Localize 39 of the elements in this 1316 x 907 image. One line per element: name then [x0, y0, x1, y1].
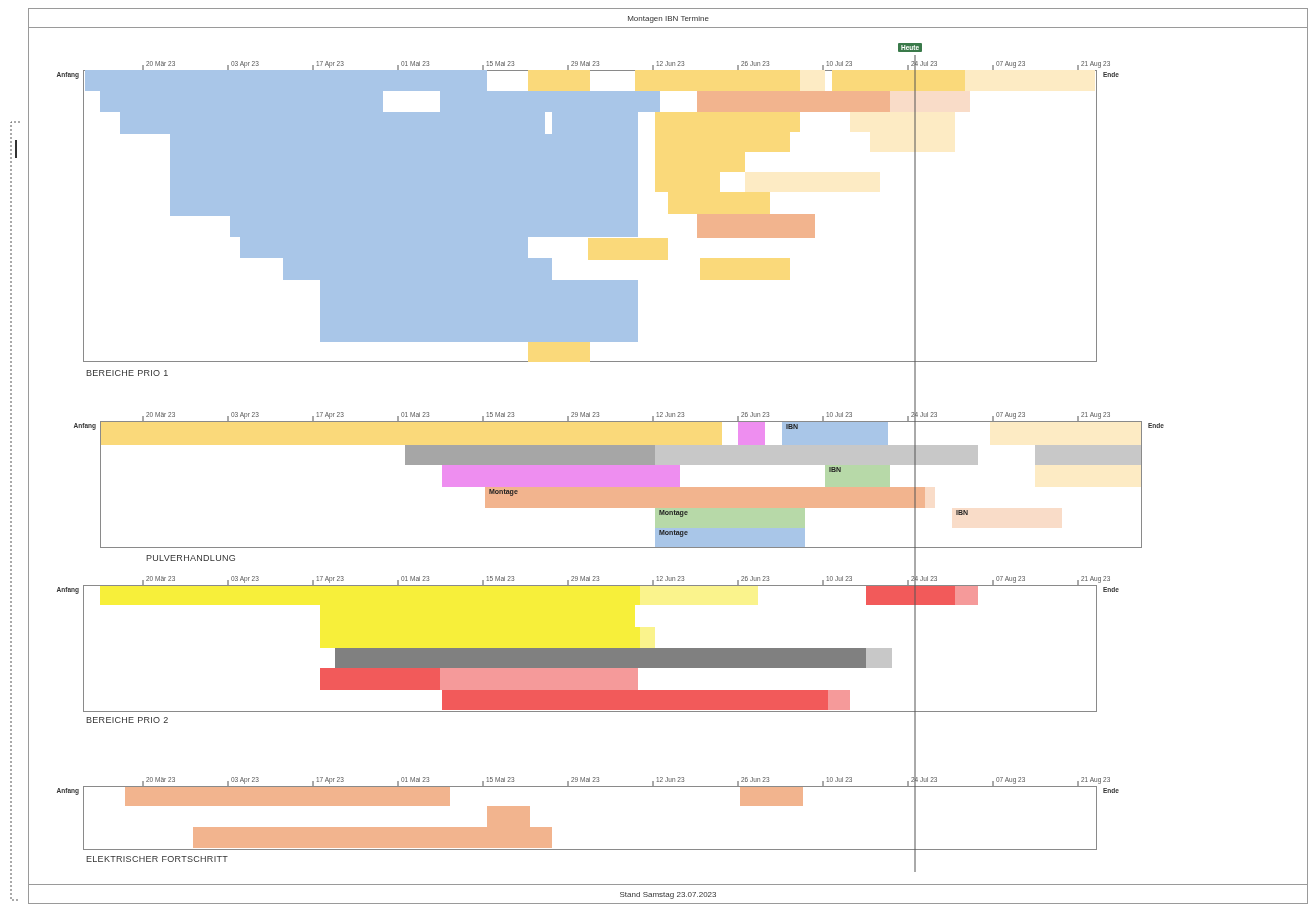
gantt-bar [442, 690, 850, 710]
gantt-bar [320, 627, 655, 648]
section-heading: BEREICHE PRIO 1 [86, 368, 169, 378]
gantt-bar [100, 586, 758, 605]
gantt-bar [745, 172, 880, 192]
gantt-bar [193, 827, 552, 848]
gantt-bar [320, 668, 638, 690]
gantt-bar [700, 258, 790, 280]
gantt-bar [738, 422, 765, 445]
gantt-bar [655, 112, 800, 132]
gantt-bar [440, 91, 660, 112]
gantt-bar [320, 320, 638, 342]
gantt-bar [965, 70, 1095, 91]
gantt-bar [125, 787, 450, 806]
gantt-bar [668, 192, 770, 214]
section-heading: ELEKTRISCHER FORTSCHRITT [86, 854, 229, 864]
gantt-bar [850, 112, 955, 132]
section-heading: BEREICHE PRIO 2 [86, 715, 169, 725]
gantt-bar [1035, 465, 1141, 487]
gantt-bar [697, 91, 970, 112]
gantt-bar [1035, 445, 1141, 465]
gantt-bar [528, 342, 590, 362]
section-heading: PULVERHANDLUNG [146, 553, 237, 563]
gantt-bar [990, 422, 1141, 445]
gantt-bar [528, 70, 590, 91]
gantt-bar [832, 70, 965, 91]
gantt-bar [405, 445, 978, 465]
gantt-bar [866, 586, 978, 605]
gantt-bar [635, 70, 825, 91]
gantt-bar [335, 648, 892, 668]
gantt-bar [101, 422, 722, 445]
gantt-bar [870, 132, 955, 152]
gantt-bar [588, 238, 668, 260]
gantt-bar [442, 465, 680, 487]
gantt-bar [85, 70, 487, 91]
gantt-bar [740, 787, 803, 806]
gantt-bar [487, 806, 530, 827]
footer-bar: Stand Samstag 23.07.2023 [28, 884, 1308, 904]
gantt-bar [697, 214, 815, 238]
